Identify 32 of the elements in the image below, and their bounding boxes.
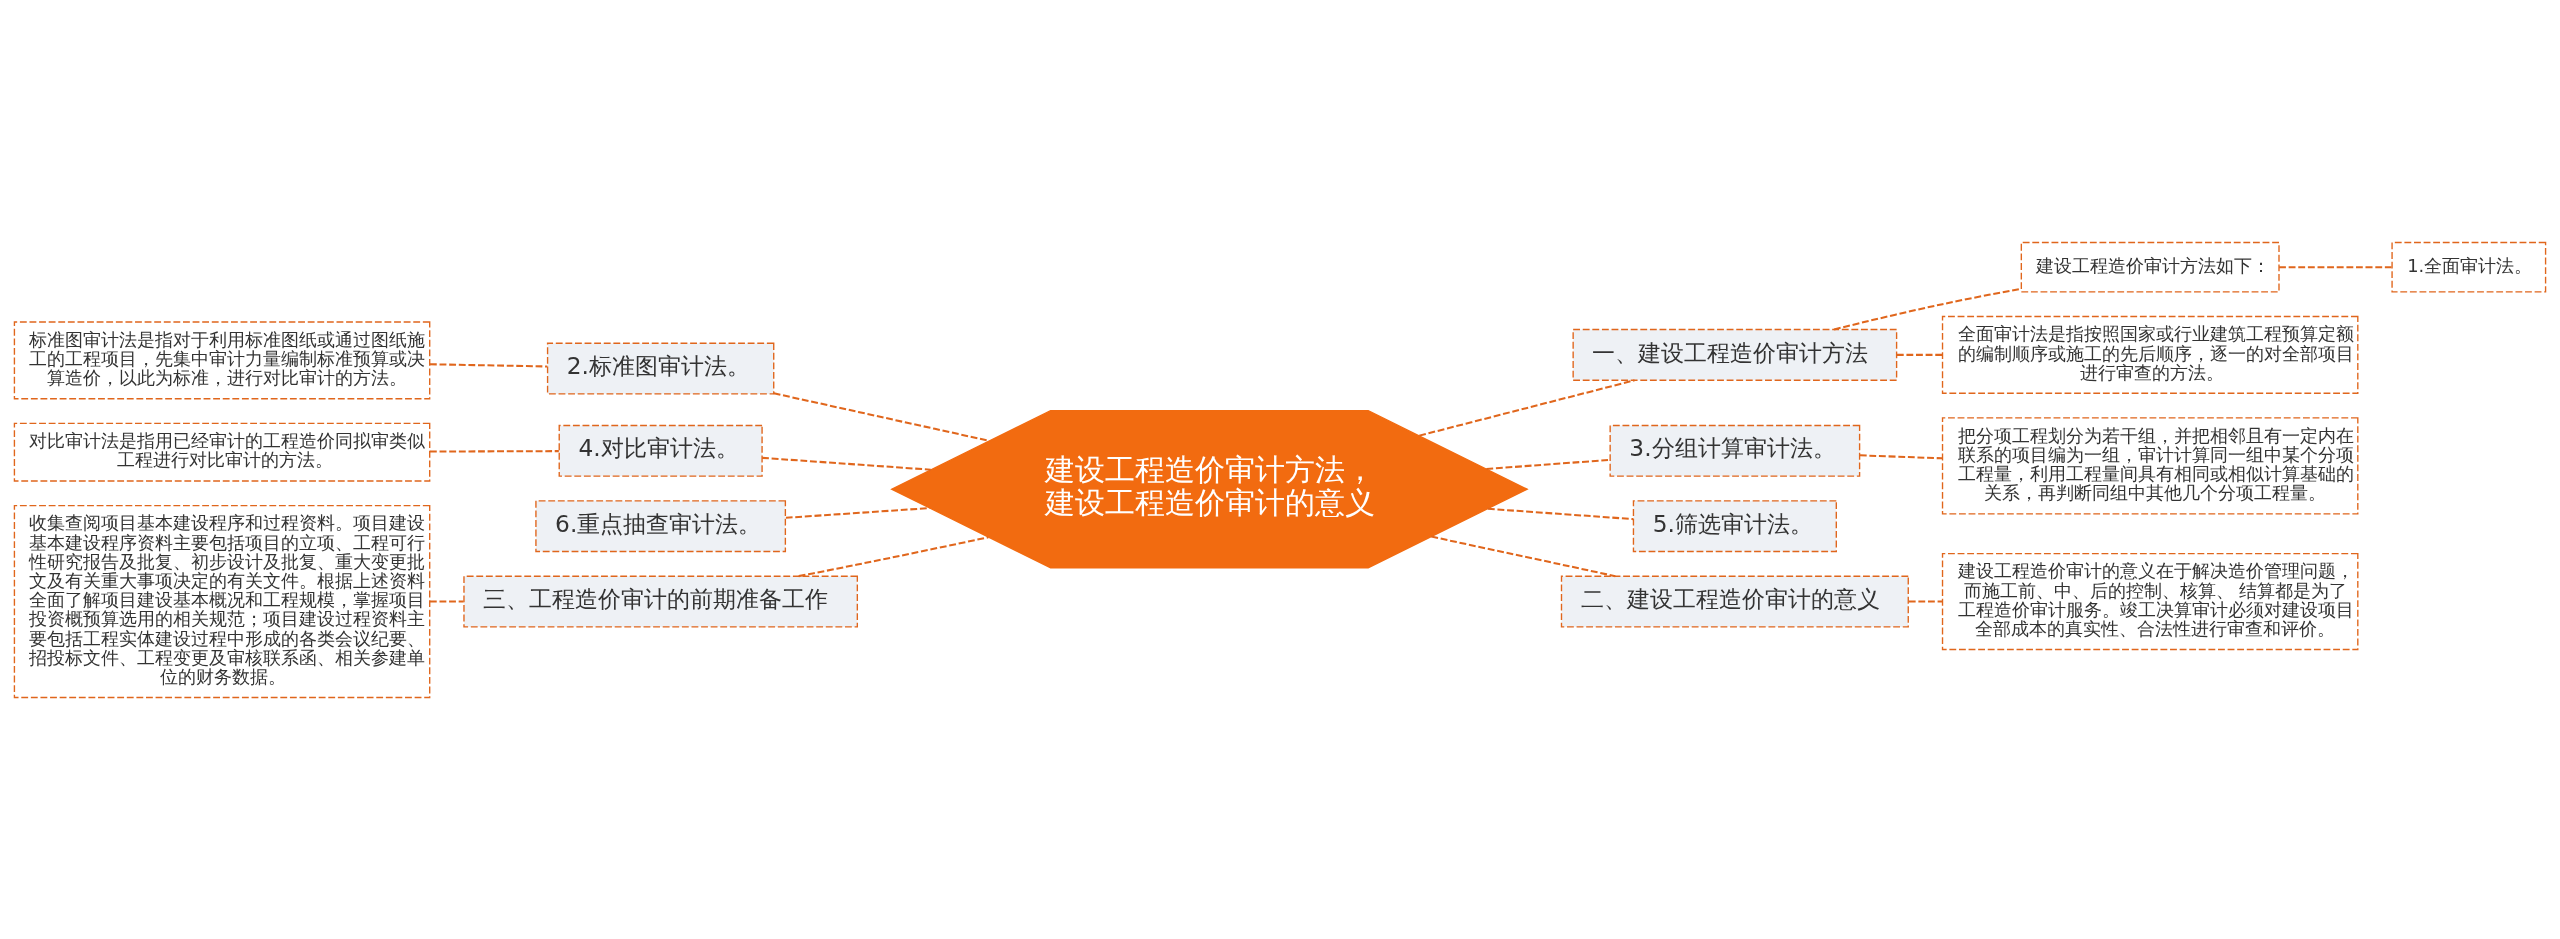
- connector: [1419, 378, 1635, 437]
- connector: [798, 535, 989, 577]
- connector: [785, 506, 930, 519]
- connector: [1896, 353, 1943, 356]
- node-box: 标准图审计法是指对于利用标准图纸或通过图纸施工的工程项目，先集中审计力量编制标准预算或决算造价，以此为标准，进行对比审计的方法。: [13, 320, 431, 399]
- connector: [762, 456, 931, 471]
- connector: [429, 449, 559, 453]
- node-box: 4.对比审计法。: [558, 424, 763, 477]
- connector: [429, 600, 464, 603]
- connector: [1833, 287, 2022, 330]
- node-box: 对比审计法是指用已经审计的工程造价同拟审类似工程进行对比审计的方法。: [13, 422, 431, 482]
- node-box: 3.分组计算审计法。: [1609, 424, 1861, 477]
- connector: [1908, 600, 1943, 603]
- connector: [1486, 458, 1610, 470]
- connector: [1860, 453, 1943, 459]
- node-box: 收集查阅项目基本建设程序和过程资料。项目建设基本建设程序资料主要包括项目的立项、工程可行性研究报告及批复、初步设计及批复、重大变更批文及有关重大事项决定的有关文件。根据上述资料全面了解项目建设基本概况和工程规模，掌握项目投资概预算选用的相关规范；项目建设过程资料主要包括工程实体建设过程中形成的各类会议纪要、招投标文件、工程变更及审核联系函、相关参建单位的财务数据。: [13, 504, 431, 698]
- node-box: 一、建设工程造价审计方法: [1572, 328, 1898, 381]
- node-box: 二、建设工程造价审计的意义: [1560, 575, 1909, 628]
- node-box: 把分项工程划分为若干组，并把相邻且有一定内在联系的项目编为一组，审计计算同一组中某个分项工程量，利用工程量间具有相同或相似计算基础的关系，再判断同组中其他几个分项工程量。: [1941, 416, 2359, 515]
- connector: [1431, 535, 1616, 577]
- connector: [429, 362, 548, 367]
- connector: [773, 391, 990, 442]
- node-box: 5.筛选审计法。: [1632, 499, 1837, 552]
- node-box: 1.全面审计法。: [2391, 241, 2547, 292]
- connector: [1487, 507, 1634, 520]
- node-box: 全面审计法是指按照国家或行业建筑工程预算定额的编制顺序或施工的先后顺序，逐一的对全部项目进行审查的方法。: [1941, 315, 2359, 394]
- connector: [2279, 265, 2392, 268]
- node-box: 建设工程造价审计的意义在于解决造价管理问题，而施工前、中、后的控制、核算、 结算都是为了工程造价审计服务。竣工决算审计必须对建设项目全部成本的真实性、合法性进行审查和评价。: [1941, 552, 2359, 650]
- node-box: 2.标准图审计法。: [546, 342, 775, 395]
- node-box: 6.重点抽查审计法。: [535, 499, 787, 552]
- node-box: 建设工程造价审计方法如下：: [2020, 241, 2280, 292]
- node-box: 三、工程造价审计的前期准备工作: [463, 575, 858, 628]
